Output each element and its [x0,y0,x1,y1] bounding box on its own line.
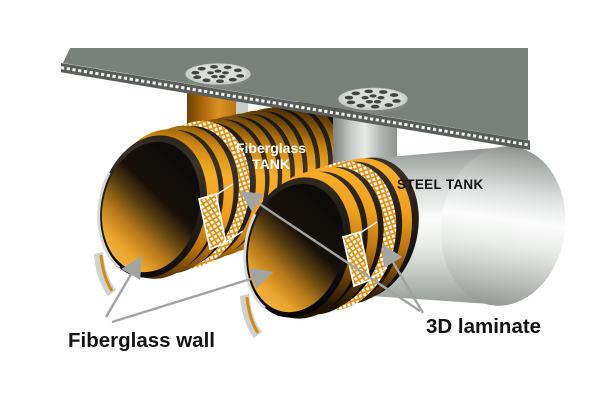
arrow-3d-laminate-left [240,191,421,312]
slab-edge-dots [60,66,531,147]
label-steel-tank: STEEL TANK [397,177,484,192]
tank-opening-left [101,141,201,273]
arrow-fiberglass-wall-left [104,255,142,318]
manhole-cover-right [337,86,409,114]
arrow-3d-laminate-right [382,243,425,314]
label-fiberglass-tank-line2: TANK [252,156,290,172]
ground-slab [60,48,531,150]
cut-wall-highlight-left [97,133,209,280]
annotation-arrows [104,191,425,324]
manhole-cover-left [184,62,252,88]
steel-tank-end-cap [440,146,566,306]
arrow-fiberglass-wall-right [111,268,274,324]
label-3d-laminate: 3D laminate [426,315,541,338]
laminate-patch-left [198,192,227,251]
slab-edge [61,63,530,150]
label-fiberglass-tank-line1: Fiberglass [236,140,306,156]
cut-wall-highlight-right [243,175,353,320]
labels: Fiberglass TANK STEEL TANK Fiberglass wa… [68,140,541,352]
slab-surface [63,48,528,140]
label-fiberglass-wall: Fiberglass wall [68,329,215,352]
